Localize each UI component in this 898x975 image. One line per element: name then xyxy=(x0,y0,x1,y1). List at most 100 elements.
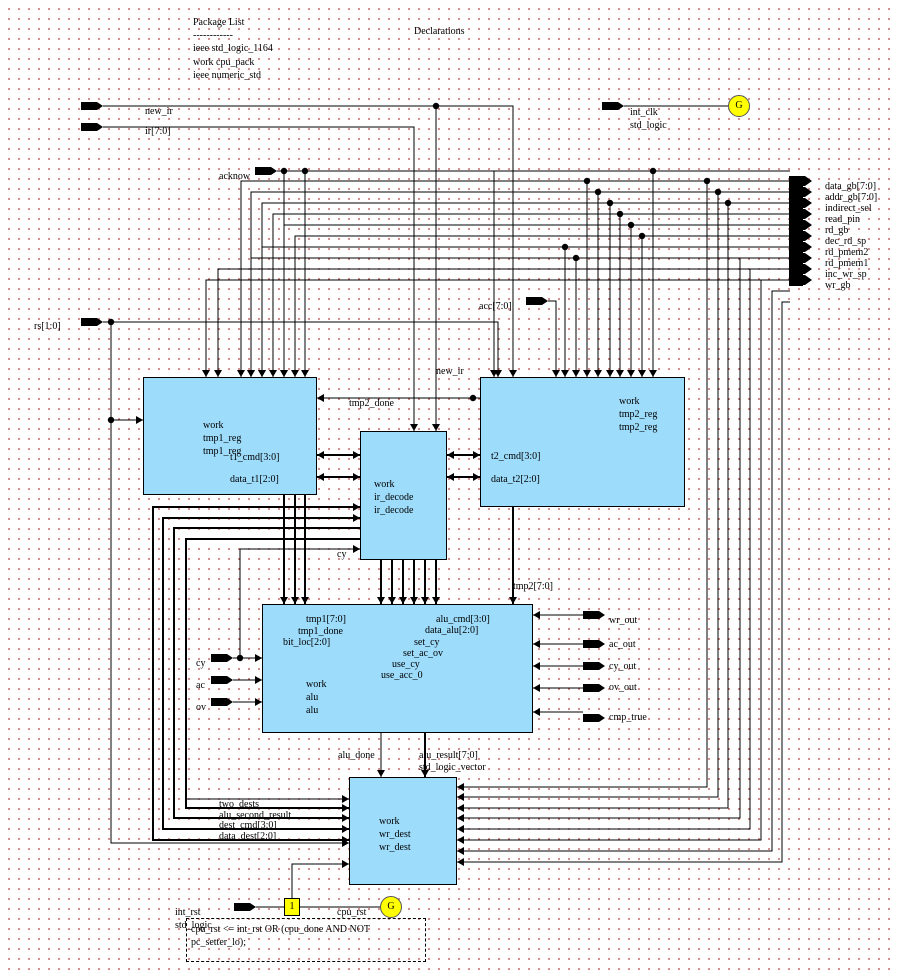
arrow-head xyxy=(301,597,309,604)
package-list-rule: ------------ xyxy=(193,30,233,41)
wire xyxy=(457,290,790,852)
arrow-head xyxy=(457,847,464,855)
wire xyxy=(283,224,790,377)
arrow-head xyxy=(301,370,309,377)
alu-arch: alu xyxy=(306,705,319,716)
arrow-head xyxy=(649,370,657,377)
arrow-head xyxy=(533,640,540,648)
arrow-head xyxy=(509,370,517,377)
alu-port-set-ac-ov: set_ac_ov xyxy=(403,648,443,659)
reset-generator-icon[interactable]: G xyxy=(380,896,402,918)
bus-wire xyxy=(185,538,360,809)
arrow-head xyxy=(280,370,288,377)
arrow-head xyxy=(202,370,210,377)
tmp1-lib: work xyxy=(203,420,224,431)
alu-port-tmp1: tmp1[7:0] xyxy=(306,614,346,625)
signal-dest-cmd: dest_cmd[3:0] xyxy=(219,820,277,831)
arrow-head xyxy=(353,514,360,522)
arrow-head xyxy=(447,473,454,481)
port-connector xyxy=(583,662,605,670)
arrow-head xyxy=(572,370,580,377)
arrow-head xyxy=(317,473,324,481)
wire xyxy=(291,863,349,898)
block-alu[interactable]: tmp1[7:0] tmp1_done bit_loc[2:0] alu_cmd… xyxy=(262,604,533,733)
arrow-head xyxy=(561,370,569,377)
alu-lib: work xyxy=(306,679,327,690)
block-wr-dest[interactable]: work wr_dest wr_dest xyxy=(349,777,457,885)
wire xyxy=(457,181,708,788)
arrow-head xyxy=(353,473,360,481)
signal-tmp2-done: tmp2_done xyxy=(349,398,394,409)
wire xyxy=(261,246,790,377)
alu-port-use-cy: use_cy xyxy=(392,659,420,670)
port-connector xyxy=(211,698,233,706)
bus-wire xyxy=(173,527,360,819)
port-connector xyxy=(602,102,624,110)
clock-generator-icon[interactable]: G xyxy=(728,95,750,117)
wire xyxy=(457,192,719,798)
input-ac-label: ac xyxy=(196,680,205,691)
alu-port-use-acc-0: use_acc_0 xyxy=(381,670,423,681)
output-cy-out: cy_out xyxy=(609,661,637,672)
reset-code-line-1: cpu_rst <= int_rst OR (cpu_done AND NOT xyxy=(191,924,371,935)
arrow-head xyxy=(627,370,635,377)
bus-dec-rd-sp-label: dec_rd_sp xyxy=(825,236,867,247)
wire xyxy=(103,105,514,377)
signal-cpu-rst: cpu_rst xyxy=(337,907,367,918)
output-cmp-true: cmp_true xyxy=(609,712,647,723)
arrow-head xyxy=(291,370,299,377)
block-tmp2-reg[interactable]: work tmp2_reg tmp2_reg t2_cmd[3:0] data_… xyxy=(480,377,685,507)
arrow-head xyxy=(410,424,418,431)
arrow-head xyxy=(342,795,349,803)
reset-code-note[interactable]: cpu_rst <= int_rst OR (cpu_done AND NOT … xyxy=(186,918,426,962)
tmp2-port-cmd: t2_cmd[3:0] xyxy=(491,451,541,462)
wire xyxy=(457,203,729,809)
block-tmp1-reg[interactable]: work tmp1_reg tmp1_reg t1_cmd[3:0] data_… xyxy=(143,377,317,495)
port-connector xyxy=(234,903,256,911)
arrow-head xyxy=(342,814,349,822)
tmp2-arch: tmp2_reg xyxy=(619,422,658,433)
input-new-ir-label: new_ir xyxy=(145,106,173,117)
tmp1-entity: tmp1_reg xyxy=(203,433,242,444)
reset-gate[interactable]: 1 xyxy=(284,898,300,916)
wire xyxy=(239,548,360,658)
wire xyxy=(294,235,790,377)
clock-name: int_clk xyxy=(630,107,658,118)
alu-port-set-cy: set_cy xyxy=(414,637,440,648)
junction-dot xyxy=(469,394,477,402)
port-connector xyxy=(211,676,233,684)
bus-rd-pmem1-label: rd_pmem1 xyxy=(825,258,869,269)
wire xyxy=(250,191,790,377)
signal-alu-done: alu_done xyxy=(338,750,375,761)
tmp1-arch: tmp1_reg xyxy=(203,446,242,457)
block-ir-decode[interactable]: work ir_decode ir_decode xyxy=(360,431,447,560)
arrow-head xyxy=(258,370,266,377)
arrow-head xyxy=(457,814,464,822)
port-connector xyxy=(81,318,103,326)
package-item-numeric-std: ieee numeric_std xyxy=(193,70,262,81)
arrow-head xyxy=(594,370,602,377)
arrow-head xyxy=(255,654,262,662)
bus-indirect-sel-label: indirect_sel xyxy=(825,203,872,214)
port-connector xyxy=(583,640,605,648)
tmp2-lib: work xyxy=(619,396,640,407)
arrow-head xyxy=(457,804,464,812)
wire xyxy=(548,300,557,377)
port-connector xyxy=(583,684,605,692)
input-acc-label: acc[7:0] xyxy=(479,301,512,312)
wire xyxy=(103,321,499,377)
arrow-head xyxy=(353,503,360,511)
package-list-title: Package List xyxy=(193,17,245,28)
bus-read-pin-label: read_pin xyxy=(825,214,860,225)
arrow-head xyxy=(237,370,245,377)
arrow-head xyxy=(473,451,480,459)
input-int-rst-label: int_rst xyxy=(175,907,201,918)
output-ov-out: ov_out xyxy=(609,682,637,693)
port-connector xyxy=(526,297,548,305)
arrow-head xyxy=(280,597,288,604)
arrow-head xyxy=(353,451,360,459)
arrow-head xyxy=(317,451,324,459)
tmp1-port-cmd: t1_cmd[3:0] xyxy=(230,452,280,463)
wire xyxy=(457,301,790,863)
output-wr-out: wr_out xyxy=(609,615,638,626)
